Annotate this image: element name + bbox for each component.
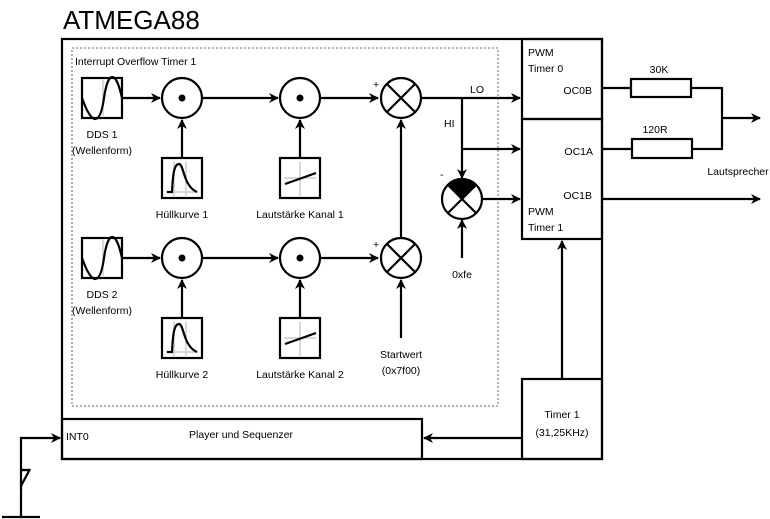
resistor-30k-label: 30K — [650, 64, 669, 76]
multiply-node-volume1 — [278, 76, 322, 120]
lo-label: LO — [470, 84, 484, 96]
envelope1-label: Hüllkurve 1 — [156, 209, 209, 221]
player-label: Player und Sequenzer — [189, 429, 293, 441]
multiply-node-envelope1 — [160, 76, 204, 120]
start-value-label: Startwert — [380, 349, 422, 361]
dds1-sublabel: (Wellenform) — [72, 145, 132, 157]
oc1a-label: OC1A — [564, 146, 593, 158]
volume1-block — [278, 156, 322, 200]
volume2-block — [278, 316, 322, 360]
pwm-timer1-label: PWM — [528, 206, 554, 218]
dds2-block — [80, 236, 124, 280]
chip-title: ATMEGA88 — [63, 5, 200, 35]
envelope1-block — [160, 156, 204, 200]
multiply-node-volume2 — [278, 236, 322, 280]
player-block — [60, 417, 424, 461]
envelope2-block — [160, 316, 204, 360]
interrupt-group — [71, 47, 499, 407]
sum2-sign: + — [373, 239, 379, 251]
int0-label: INT0 — [66, 431, 89, 443]
sum-node-channel2 — [379, 236, 423, 280]
arrow-switch-to-int0 — [19, 433, 61, 470]
resistor-120r-label: 120R — [642, 124, 668, 136]
pwm-timer1-block — [520, 117, 604, 241]
sum-node-main — [379, 76, 423, 120]
dds1-label: DDS 1 — [87, 129, 118, 141]
pwm-timer1-sublabel: Timer 1 — [528, 222, 563, 234]
dds1-block — [80, 76, 124, 120]
oc0b-label: OC0B — [563, 85, 592, 97]
oc1b-label: OC1B — [563, 190, 592, 202]
pwm-timer0-sublabel: Timer 0 — [528, 63, 563, 75]
hi-label: HI — [444, 118, 455, 130]
timer1-frequency: (31,25KHz) — [535, 427, 588, 439]
interrupt-group-label: Interrupt Overflow Timer 1 — [75, 56, 197, 68]
xor-node — [440, 177, 484, 221]
resistor-120r — [630, 137, 694, 160]
start-value-sublabel: (0x7f00) — [382, 365, 421, 377]
volume1-label: Lautstärke Kanal 1 — [256, 209, 344, 221]
resistor-30k — [629, 77, 693, 99]
multiply-node-envelope2 — [160, 236, 204, 280]
switch-contact — [20, 468, 31, 487]
sum1-sign: + — [373, 79, 379, 91]
xor-constant-label: 0xfe — [452, 269, 472, 281]
pwm-timer0-label: PWM — [528, 47, 554, 59]
minus-sign: - — [440, 169, 444, 181]
timer1-label: Timer 1 — [544, 409, 579, 421]
volume2-label: Lautstärke Kanal 2 — [256, 369, 344, 381]
dds2-label: DDS 2 — [87, 289, 118, 301]
speaker-label: Lautsprecher — [707, 166, 769, 178]
dds2-sublabel: (Wellenform) — [72, 305, 132, 317]
envelope2-label: Hüllkurve 2 — [156, 369, 209, 381]
